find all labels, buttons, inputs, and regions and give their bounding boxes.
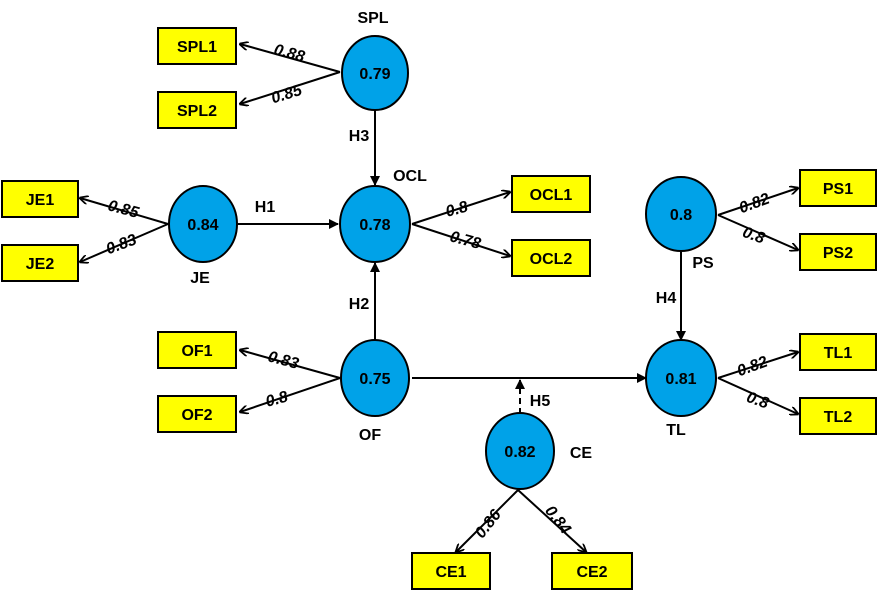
construct-ps-circle: [645, 176, 717, 252]
construct-ce-value: 0.82: [504, 444, 535, 461]
indicator-je1[interactable]: JE1: [1, 180, 79, 218]
arrow-ps-ps2: [717, 214, 798, 250]
arrow-ce-ce1: [456, 489, 519, 552]
arrow-ps-ps1: [717, 188, 798, 216]
indicator-ps2-label: PS2: [823, 245, 853, 262]
hypothesis-labels: H1 H2 H3 H4 H5: [255, 128, 677, 410]
construct-of-name: OF: [359, 427, 381, 444]
loading-ocl1: 0.8: [444, 199, 470, 221]
loading-ce2: 0.84: [541, 503, 574, 538]
indicator-spl1-label: SPL1: [177, 39, 217, 56]
indicator-ps2[interactable]: PS2: [799, 233, 877, 271]
hypothesis-h5: H5: [530, 393, 551, 410]
construct-of[interactable]: 0.75: [340, 339, 410, 417]
indicator-ps1-label: PS1: [823, 181, 853, 198]
hypothesis-h3: H3: [349, 128, 370, 145]
constructs: 0.79 0.78 0.84 0.75 0.8 0.81 0.82: [168, 35, 717, 490]
arrow-of-of2: [240, 377, 341, 412]
arrow-je-je2: [80, 223, 169, 262]
indicator-spl2[interactable]: SPL2: [157, 91, 237, 129]
loading-spl2: 0.85: [269, 82, 305, 108]
indicator-of1-label: OF1: [181, 343, 212, 360]
construct-je-circle: [168, 185, 238, 263]
arrow-spl-spl2: [240, 71, 341, 104]
construct-ps-name: PS: [692, 255, 714, 272]
indicator-spl1[interactable]: SPL1: [157, 27, 237, 65]
indicator-tl1-label: TL1: [824, 345, 853, 362]
arrow-tl-tl2: [717, 377, 798, 414]
arrow-ce-ce2: [517, 489, 586, 552]
construct-of-circle: [340, 339, 410, 417]
construct-tl-circle: [645, 339, 717, 417]
indicators: SPL1 SPL2 JE1 JE2 OCL1 OCL2 OF1 OF2: [1, 27, 877, 590]
construct-spl-name: SPL: [357, 10, 388, 27]
loading-je2: 0.83: [104, 231, 139, 258]
indicator-je2-label: JE2: [26, 256, 55, 273]
indicator-ocl2-label: OCL2: [530, 251, 573, 268]
indicator-je2[interactable]: JE2: [1, 244, 79, 282]
indicator-tl2[interactable]: TL2: [799, 397, 877, 435]
indicator-je1-label: JE1: [26, 192, 55, 209]
construct-ocl-circle: [339, 185, 411, 263]
construct-ps-value: 0.8: [670, 207, 692, 224]
indicator-of2-label: OF2: [181, 407, 212, 424]
loading-arrows: [80, 44, 798, 552]
construct-of-value: 0.75: [359, 371, 390, 388]
construct-tl-value: 0.81: [665, 371, 696, 388]
loading-of1: 0.83: [266, 348, 301, 373]
indicator-spl2-label: SPL2: [177, 103, 217, 120]
construct-tl-name: TL: [666, 422, 686, 439]
construct-je-name: JE: [190, 270, 210, 287]
indicator-ocl1[interactable]: OCL1: [511, 175, 591, 213]
loading-tl2: 0.8: [744, 389, 771, 413]
arrow-ocl-ocl2: [411, 223, 510, 256]
loading-je1: 0.85: [106, 197, 142, 222]
hypothesis-h4: H4: [656, 290, 677, 307]
loading-tl1: 0.82: [735, 353, 770, 380]
indicator-of2[interactable]: OF2: [157, 395, 237, 433]
construct-je[interactable]: 0.84: [168, 185, 238, 263]
arrow-je-je1: [80, 198, 169, 225]
construct-spl[interactable]: 0.79: [341, 35, 409, 111]
arrow-tl-tl1: [717, 352, 798, 379]
indicator-ce1[interactable]: CE1: [411, 552, 491, 590]
construct-ocl-name: OCL: [393, 168, 427, 185]
indicator-ce1-label: CE1: [435, 564, 466, 581]
indicator-tl2-label: TL2: [824, 409, 853, 426]
path-arrows: [238, 110, 686, 414]
construct-je-value: 0.84: [187, 217, 218, 234]
construct-ce-circle: [485, 412, 555, 490]
arrow-of-of1: [240, 350, 341, 379]
hypothesis-h2: H2: [349, 296, 370, 313]
loading-ce1: 0.86: [472, 507, 505, 542]
loading-spl1: 0.88: [272, 41, 307, 66]
construct-tl[interactable]: 0.81: [645, 339, 717, 417]
construct-names: SPL OCL JE OF PS TL CE: [190, 10, 714, 462]
construct-ps[interactable]: 0.8: [645, 176, 717, 252]
loading-ocl2: 0.78: [448, 228, 483, 253]
loading-ps2: 0.8: [740, 224, 767, 248]
loading-ps1: 0.82: [737, 190, 772, 217]
construct-ce-name: CE: [570, 445, 593, 462]
hypothesis-h1: H1: [255, 199, 276, 216]
construct-ce[interactable]: 0.82: [485, 412, 555, 490]
indicator-ps1[interactable]: PS1: [799, 169, 877, 207]
indicator-of1[interactable]: OF1: [157, 331, 237, 369]
construct-ocl-value: 0.78: [359, 217, 390, 234]
indicator-ce2-label: CE2: [576, 564, 607, 581]
arrow-ocl-ocl1: [411, 192, 510, 225]
indicator-ocl2[interactable]: OCL2: [511, 239, 591, 277]
indicator-tl1[interactable]: TL1: [799, 333, 877, 371]
loading-of2: 0.8: [264, 389, 290, 411]
arrow-spl-spl1: [240, 44, 341, 73]
indicator-ocl1-label: OCL1: [530, 187, 573, 204]
construct-spl-circle: [341, 35, 409, 111]
indicator-ce2[interactable]: CE2: [551, 552, 633, 590]
construct-ocl[interactable]: 0.78: [339, 185, 411, 263]
construct-spl-value: 0.79: [359, 66, 390, 83]
